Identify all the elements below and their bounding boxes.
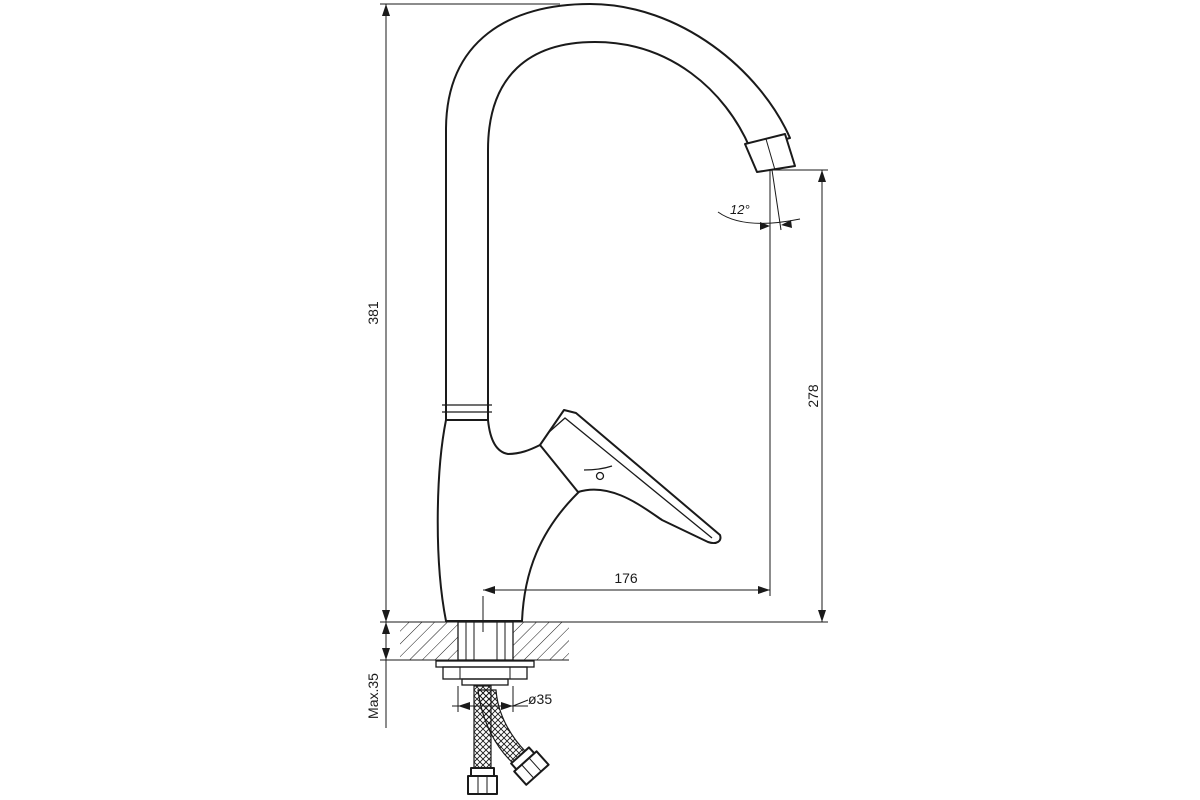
aerator [744,133,796,173]
hole-diameter-label: ø35 [528,691,552,707]
spout-angle-label: 12° [730,202,750,217]
dimension-overall-height: 381 [365,3,560,623]
outlet-height-label: 278 [805,384,821,408]
gooseneck-spout [442,3,791,421]
lock-nut [435,660,535,686]
dimension-outlet-height: 278 [569,169,828,623]
dimension-hole-diameter: ø35 [452,686,552,712]
overall-height-label: 381 [365,301,381,325]
spout-reach-label: 176 [614,570,638,586]
mounting-shank [457,621,514,661]
countertop-left-section [400,622,458,660]
countertop-right-section [513,622,569,660]
max-thickness-label: Max.35 [365,673,381,719]
supply-hose-right [477,689,550,786]
countertop [400,621,569,661]
dimension-spout-reach: 176 [483,228,771,596]
lever-handle [539,409,722,545]
dimension-spout-angle: 12° [717,169,801,232]
dimension-max-thickness: Max.35 [365,622,400,728]
